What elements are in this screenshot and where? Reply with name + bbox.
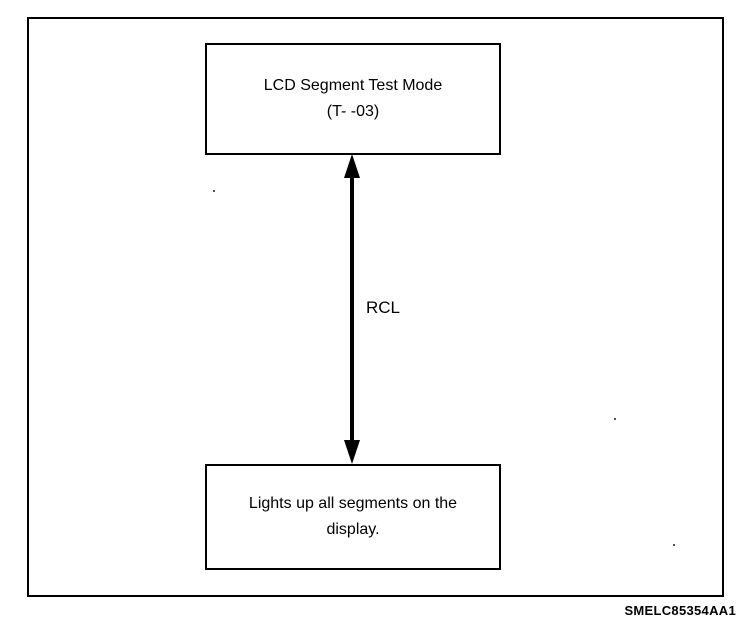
scan-speck <box>614 418 616 420</box>
figure-code: SMELC85354AA1 <box>624 603 736 618</box>
rcl-label: RCL <box>366 298 401 317</box>
lcd-segment-test-mode-box: LCD Segment Test Mode (T- -03) <box>205 43 501 155</box>
diagram-frame <box>27 17 724 597</box>
scan-speck <box>213 190 215 192</box>
scan-speck <box>673 544 675 546</box>
lights-up-segments-box: Lights up all segments on the display. <box>205 464 501 570</box>
arrow-head-down <box>344 440 360 464</box>
top-box-code: (T- -03) <box>326 103 380 120</box>
bidirectional-arrow <box>344 154 360 464</box>
bottom-box-text: Lights up all segments on the display. <box>248 495 458 538</box>
arrow-head-up <box>344 154 360 178</box>
top-box-title: LCD Segment Test Mode <box>263 77 443 94</box>
